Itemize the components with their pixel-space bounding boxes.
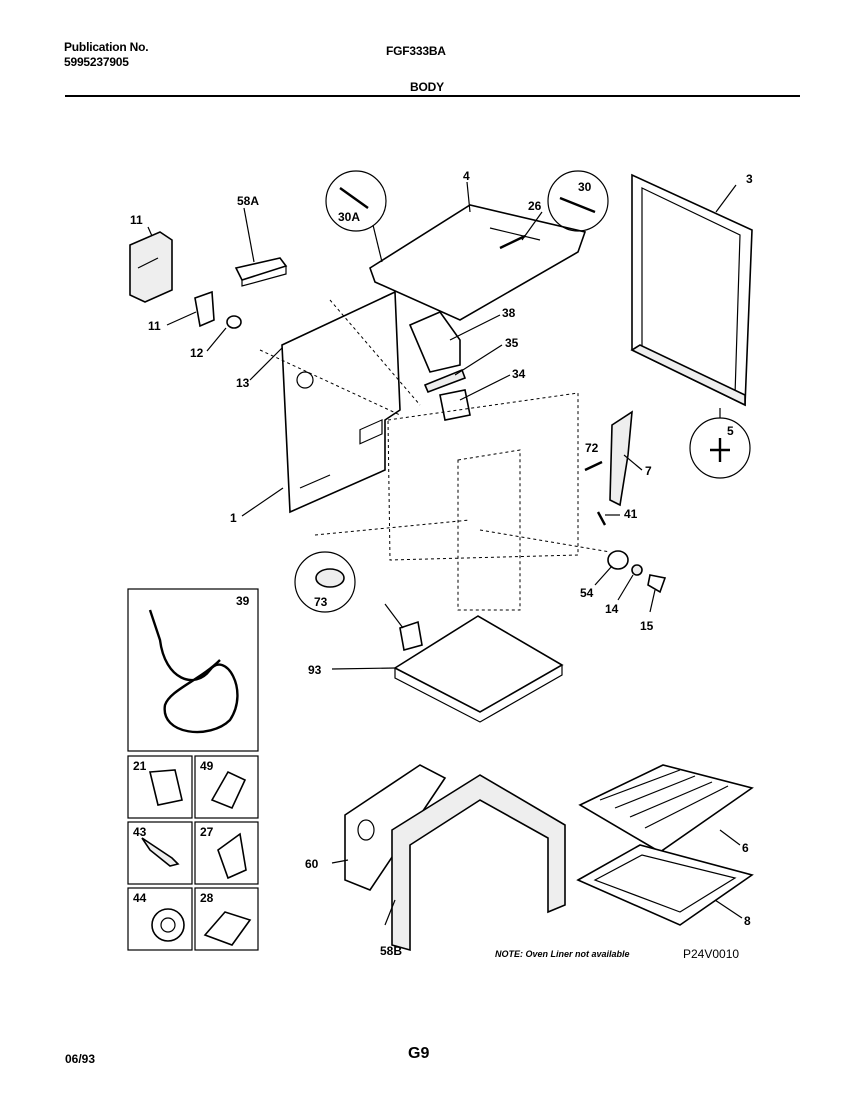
header-rule (65, 95, 800, 97)
part-15-knob (647, 574, 667, 594)
label-part-1: 1 (230, 511, 237, 525)
inset-box-28 (194, 887, 259, 951)
label-part-38: 38 (502, 306, 516, 320)
part-41-pin (596, 511, 607, 526)
label-inset-39: 39 (236, 594, 250, 608)
label-part-14: 14 (605, 602, 619, 616)
label-part-41: 41 (624, 507, 638, 521)
label-inset-27: 27 (200, 825, 214, 839)
part-60-screw (584, 460, 603, 472)
inset-box-27 (194, 821, 259, 885)
label-part-8: 8 (744, 914, 751, 928)
publication-label: Publication No. (64, 40, 149, 54)
part-35-strip (423, 368, 467, 394)
part-34-latch (439, 389, 471, 421)
label-part-73: 93 (308, 663, 322, 677)
part-55-trim (234, 257, 288, 287)
label-part-4: 4 (463, 169, 470, 183)
label-part-30: 30 (578, 180, 592, 194)
part-7-hinge (609, 410, 633, 507)
model-number: FGF333BA (386, 44, 446, 58)
label-part-35: 35 (505, 336, 519, 350)
label-part-15: 15 (640, 619, 654, 633)
label-inset-44: 44 (133, 891, 147, 905)
label-part-13: 13 (236, 376, 250, 390)
label-part-54: 54 (580, 586, 594, 600)
part-6-oven-rack (578, 764, 754, 853)
leader-lines (147, 181, 743, 926)
part-11-clip (194, 290, 215, 328)
label-inset-21: 21 (133, 759, 147, 773)
label-part-58a-text: 58B (380, 944, 402, 958)
callout-30 (547, 170, 609, 232)
part-93-bracket (399, 620, 423, 652)
part-73-bottom-panel (393, 615, 564, 723)
inset-box-43 (127, 821, 193, 885)
inset-box-39 (127, 588, 259, 752)
callout-72 (294, 551, 356, 613)
label-part-34: 34 (512, 367, 526, 381)
part-58a-insulation (391, 774, 566, 952)
label-part-72: 73 (314, 595, 328, 609)
inset-box-49 (194, 755, 259, 819)
inset-box-21 (127, 755, 193, 819)
part-38-vent (408, 311, 461, 373)
label-inset-49: 49 (200, 759, 214, 773)
inset-box-44 (127, 887, 193, 951)
label-part-6: 6 (742, 841, 749, 855)
part-3-door (630, 173, 753, 407)
label-part-3: 3 (746, 172, 753, 186)
part-33-bracket (129, 231, 173, 303)
label-part-26: 26 (528, 199, 542, 213)
publication-number: 5995237905 (64, 55, 129, 69)
label-part-7: 7 (645, 464, 652, 478)
label-part-58b: 60 (305, 857, 319, 871)
label-part-eleven: 11 (148, 319, 161, 333)
label-part-12: 12 (190, 346, 204, 360)
label-part-33: 11 (130, 213, 143, 227)
oven-liner-note: NOTE: Oven Liner not available (495, 949, 630, 959)
part-14-washer (631, 564, 643, 576)
callout-5 (689, 408, 751, 479)
part-54-bushing (607, 550, 629, 570)
part-12-grommet (226, 315, 242, 329)
footer-date: 06/93 (65, 1052, 96, 1066)
label-part-55: 58A (237, 194, 259, 208)
part-8-broiler-pan (576, 844, 754, 926)
label-inset-43: 43 (133, 825, 147, 839)
drawing-code: P24V0010 (683, 947, 739, 961)
oven-cavity-outline (259, 299, 611, 611)
part-4-top-panel (369, 204, 587, 321)
label-inset-28: 28 (200, 891, 214, 905)
label-part-60: 72 (585, 441, 599, 455)
callout-30a (325, 170, 387, 263)
label-part-5: 5 (727, 424, 734, 438)
part-1-side-panel (281, 290, 401, 514)
section-title: BODY (410, 80, 444, 94)
label-part-30a: 30A (338, 210, 360, 224)
page-number: G9 (408, 1045, 430, 1062)
